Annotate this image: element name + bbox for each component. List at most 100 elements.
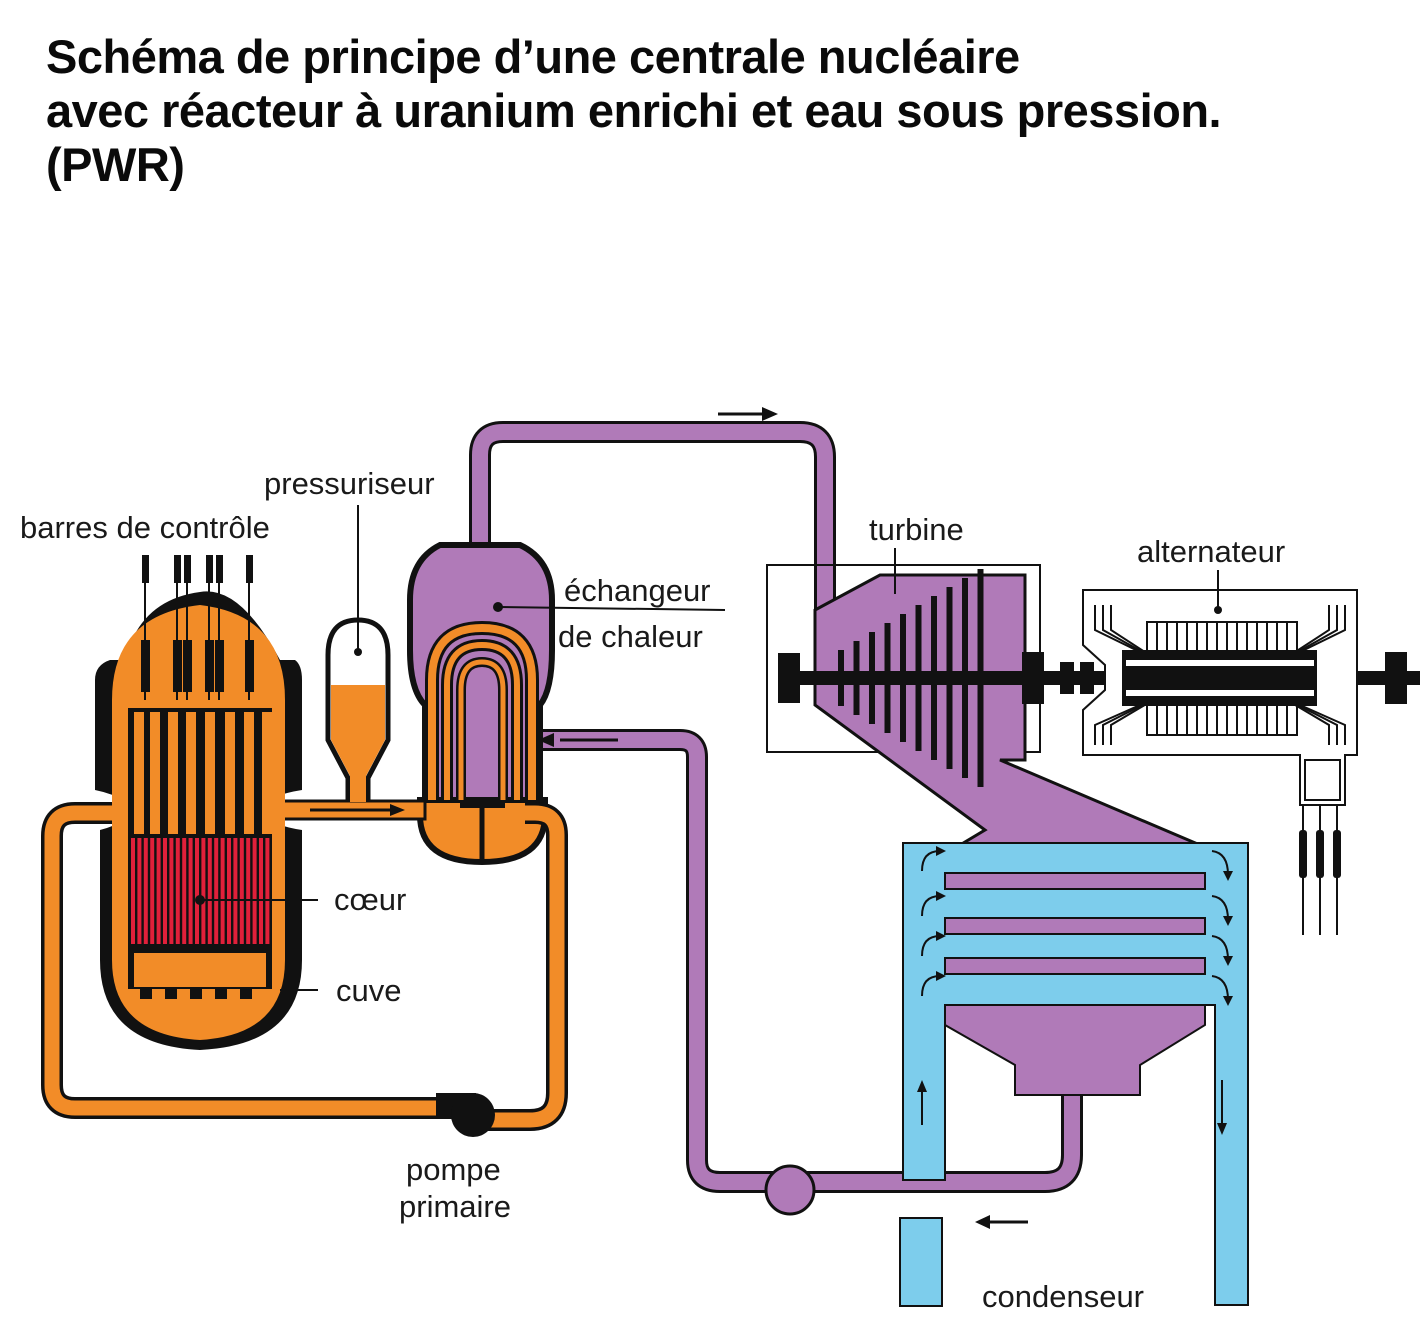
stator-bottom xyxy=(1146,704,1298,736)
upper-channel xyxy=(225,712,235,834)
fuel-rod xyxy=(207,838,212,944)
fuel-rod xyxy=(137,838,142,944)
cooling-water-inlet xyxy=(899,1217,943,1307)
insulator xyxy=(1299,830,1307,878)
winding xyxy=(1110,704,1146,745)
upper-channel xyxy=(168,712,178,834)
primary-pump xyxy=(436,1093,495,1137)
cooling-flow-arrows xyxy=(917,846,1233,1135)
fuel-rod xyxy=(259,838,263,944)
fuel-rod xyxy=(214,838,219,944)
turbine-body xyxy=(813,573,1201,847)
support-block xyxy=(140,987,152,999)
control-rod-drive xyxy=(205,640,214,692)
fuel-rod xyxy=(143,838,148,944)
label-core: cœur xyxy=(334,882,406,917)
arrow-head xyxy=(936,971,946,981)
fuel-rod xyxy=(150,838,155,944)
fuel-rod xyxy=(195,838,199,944)
support-block xyxy=(190,987,202,999)
label-turbine: turbine xyxy=(869,512,964,547)
control-rod-head xyxy=(206,555,213,583)
title-line-3: (PWR) xyxy=(46,138,185,191)
fuel-rod xyxy=(252,838,257,944)
rotor xyxy=(1122,650,1317,706)
output-leads xyxy=(1299,805,1341,935)
winding xyxy=(1297,605,1338,653)
fuel-rod xyxy=(175,838,180,944)
label-heat-exchanger-1: échangeur xyxy=(564,573,711,608)
fuel-rod xyxy=(163,838,167,944)
arrow-head xyxy=(936,891,946,901)
upper-channel xyxy=(262,712,272,834)
fuel-rod xyxy=(220,838,225,944)
arrow-head xyxy=(917,1080,927,1092)
flow-arrow-feedwater xyxy=(538,733,618,747)
arrow-head xyxy=(1223,916,1233,926)
arrow-head xyxy=(936,846,946,856)
condenser-tube xyxy=(944,917,1206,935)
condenser-tube xyxy=(944,872,1206,890)
u-tubes xyxy=(425,620,539,800)
upper-internals xyxy=(134,712,272,834)
upper-channel xyxy=(205,712,215,834)
control-rod-head xyxy=(184,555,191,583)
winding xyxy=(1294,704,1330,745)
control-rod-drive xyxy=(141,640,150,692)
control-rod-head xyxy=(174,555,181,583)
flow-arrow-primary xyxy=(310,804,405,816)
flow-arrow-cooling-in xyxy=(975,1215,1028,1229)
fuel-rod xyxy=(188,838,193,944)
upper-channel xyxy=(186,712,196,834)
winding xyxy=(1102,605,1143,653)
winding xyxy=(1294,605,1330,653)
title-line-1: Schéma de principe d’une centrale nucléa… xyxy=(46,30,1020,83)
upper-channel xyxy=(244,712,254,834)
support-block xyxy=(165,987,177,999)
fuel-rod xyxy=(182,838,187,944)
label-control-rods: barres de contrôle xyxy=(20,510,270,545)
label-pressurizer: pressuriseur xyxy=(264,466,435,501)
arrow-head xyxy=(936,931,946,941)
reactor-core xyxy=(128,835,272,947)
fuel-rod xyxy=(233,838,238,944)
fuel-rod xyxy=(201,838,206,944)
control-rod-drive xyxy=(183,640,192,692)
feedwater-pump xyxy=(764,1164,816,1216)
condenser-tubes xyxy=(944,872,1206,975)
control-rod-head xyxy=(216,555,223,583)
stator-top xyxy=(1146,621,1298,653)
control-rod-head xyxy=(142,555,149,583)
winding xyxy=(1110,605,1146,653)
control-rod-head xyxy=(246,555,253,583)
support-block xyxy=(215,987,227,999)
control-rod-drive xyxy=(245,640,254,692)
winding xyxy=(1094,704,1141,745)
label-heat-exchanger-2: de chaleur xyxy=(558,619,703,654)
winding xyxy=(1297,704,1338,745)
title-line-2: avec réacteur à uranium enrichi et eau s… xyxy=(46,84,1222,137)
winding xyxy=(1094,605,1141,653)
hotwell xyxy=(944,1004,1206,1096)
upper-channel xyxy=(150,712,160,834)
insulator xyxy=(1316,830,1324,878)
fuel-rod xyxy=(246,838,251,944)
arrow-head xyxy=(1223,996,1233,1006)
control-rod-drive xyxy=(215,640,224,692)
fuel-rod xyxy=(227,838,231,944)
fuel-rod xyxy=(156,838,161,944)
fuel-rod xyxy=(239,838,244,944)
fuel-rod xyxy=(169,838,174,944)
arrow-head xyxy=(1223,956,1233,966)
label-vessel: cuve xyxy=(336,973,401,1008)
arrow-head xyxy=(1217,1123,1227,1135)
support-block xyxy=(240,987,252,999)
winding xyxy=(1299,605,1346,653)
control-rod-drive xyxy=(173,640,182,692)
label-alternator: alternateur xyxy=(1137,534,1285,569)
upper-channel xyxy=(134,712,144,834)
insulator xyxy=(1333,830,1341,878)
winding xyxy=(1102,704,1143,745)
stator xyxy=(1094,605,1346,745)
